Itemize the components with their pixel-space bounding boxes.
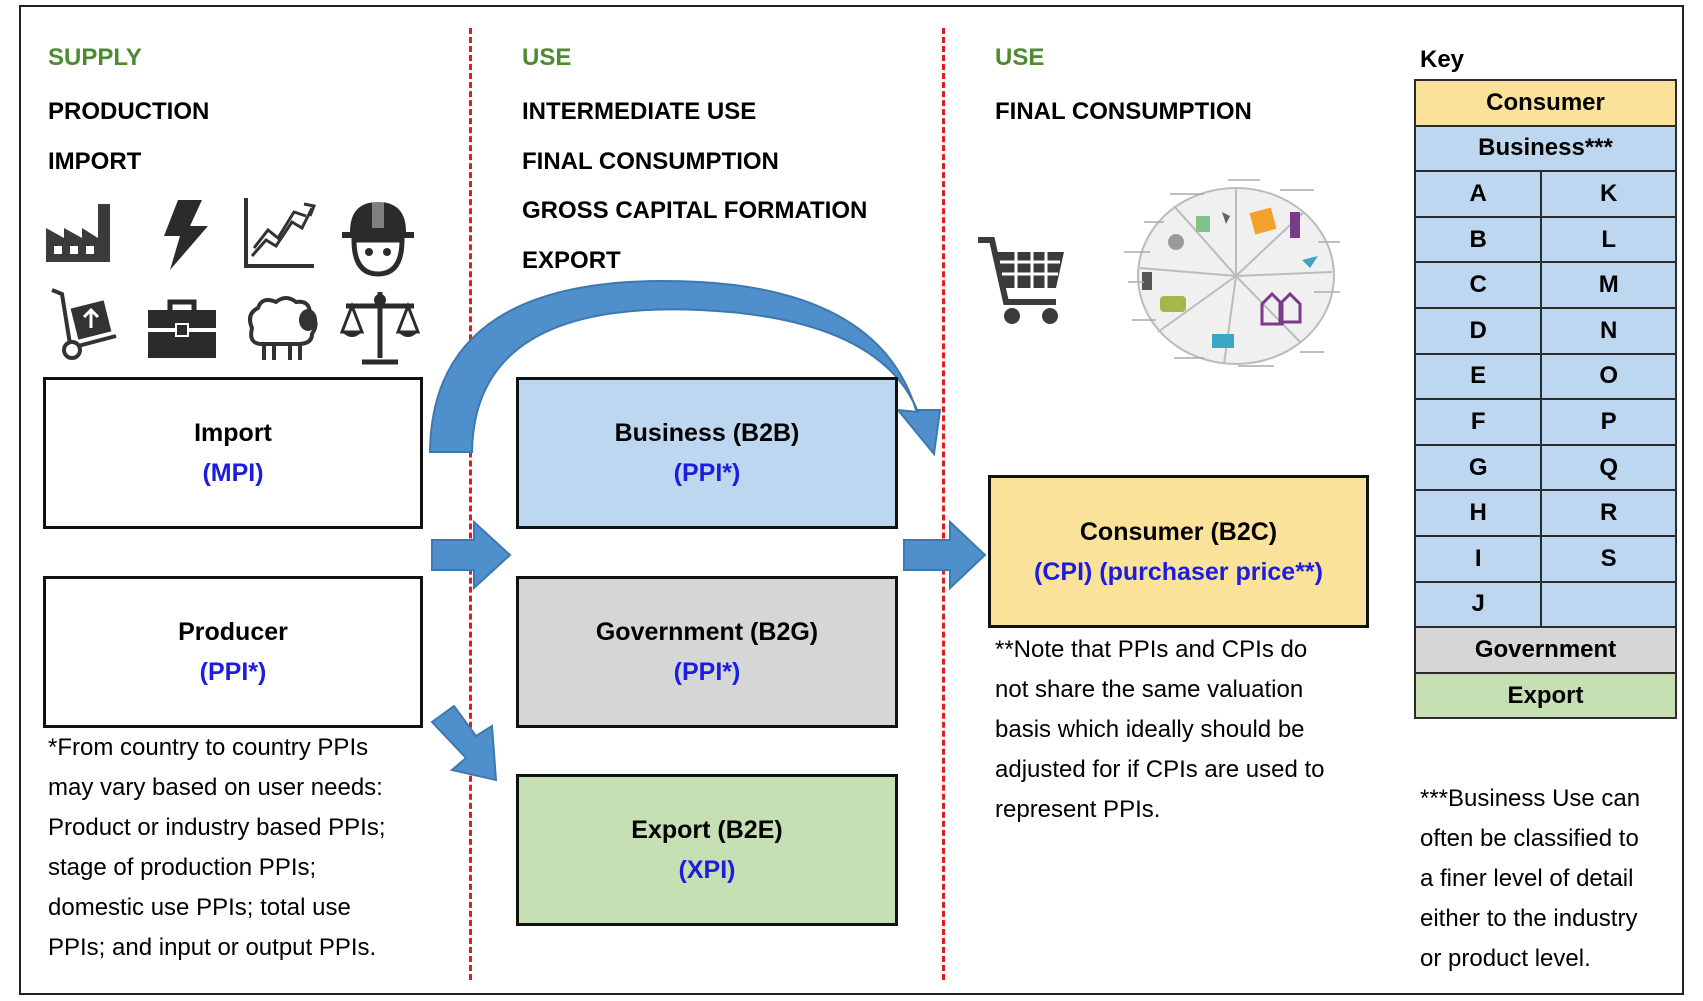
key-title: Key — [1420, 46, 1465, 73]
consumer-title: Consumer (B2C) — [1079, 517, 1278, 546]
key-letter: P — [1540, 398, 1677, 446]
key-letter: J — [1413, 580, 1543, 629]
hardhat-worker-icon — [342, 198, 414, 277]
hand-truck-icon — [51, 288, 117, 360]
import-box: Import (MPI) — [43, 377, 423, 529]
scales-icon — [340, 292, 420, 365]
use-line-gross-capital: GROSS CAPITAL FORMATION — [522, 197, 868, 224]
export-title: Export (B2E) — [631, 816, 783, 844]
cpi-footnote-line: not share the same valuation — [995, 676, 1304, 703]
business-use-footnote-line: ***Business Use can — [1420, 785, 1641, 812]
producer-box: Producer (PPI*) — [43, 576, 423, 728]
diagram-frame — [19, 5, 1684, 995]
key-letter: C — [1413, 261, 1543, 309]
rising-chart-icon — [244, 198, 316, 268]
cpi-footnote: **Note that PPIs and CPIs do not share t… — [995, 630, 1325, 830]
consumer-box: Consumer (B2C) (CPI) (purchaser price**) — [988, 475, 1369, 628]
supply-line-import: IMPORT — [48, 148, 142, 175]
government-box: Government (B2G) (PPI*) — [516, 576, 898, 728]
ppi-footnote-line: stage of production PPIs; — [48, 854, 317, 881]
import-code: (MPI) — [202, 459, 264, 487]
consumer-code: (CPI) (purchaser price**) — [1034, 557, 1323, 586]
key-consumer: Consumer — [1414, 79, 1677, 127]
briefcase-icon — [148, 299, 216, 358]
key-letter: L — [1540, 215, 1677, 264]
shopping-cart-icon — [978, 237, 1064, 324]
key-export: Export — [1414, 671, 1677, 720]
use-line-final-consumption: FINAL CONSUMPTION — [522, 148, 779, 175]
use-line-export: EXPORT — [522, 247, 621, 274]
use-tag-intermediate: USE — [522, 44, 572, 71]
lightning-icon — [164, 200, 208, 270]
factory-icon — [46, 204, 110, 262]
key-letter: I — [1413, 534, 1543, 583]
business-use-footnote-line: either to the industry — [1420, 905, 1638, 932]
consumption-basket-wheel-icon — [1124, 179, 1340, 367]
business-title: Business (B2B) — [614, 419, 800, 447]
ppi-footnote-line: PPIs; and input or output PPIs. — [48, 934, 377, 961]
ppi-footnote-line: *From country to country PPIs — [48, 734, 369, 761]
key-letter: K — [1540, 170, 1677, 218]
key-letter: G — [1413, 443, 1543, 492]
business-to-consumer-arrow — [903, 519, 987, 591]
key-letter: Q — [1540, 443, 1677, 492]
key-letter: R — [1540, 489, 1677, 537]
business-use-footnote-line: or product level. — [1420, 945, 1591, 972]
business-use-footnote-line: a finer level of detail — [1420, 865, 1634, 892]
key-letter: O — [1540, 352, 1677, 401]
ppi-footnote: *From country to country PPIs may vary b… — [48, 728, 386, 968]
key-letter: A — [1413, 170, 1543, 218]
cpi-footnote-line: **Note that PPIs and CPIs do — [995, 636, 1308, 663]
key-letter: B — [1413, 215, 1543, 264]
producer-title: Producer — [178, 618, 288, 646]
key-letter: M — [1540, 261, 1677, 309]
export-code: (XPI) — [678, 856, 736, 884]
use-line-intermediate: INTERMEDIATE USE — [522, 98, 757, 125]
business-box: Business (B2B) (PPI*) — [516, 377, 898, 529]
cpi-footnote-line: basis which ideally should be — [995, 716, 1305, 743]
government-code: (PPI*) — [673, 658, 741, 686]
column-divider-2 — [942, 28, 945, 980]
use-tag-final: USE — [995, 44, 1045, 71]
supply-tag: SUPPLY — [48, 44, 142, 71]
key-letter: F — [1413, 398, 1543, 446]
key-letter: N — [1540, 306, 1677, 355]
key-letter-empty — [1540, 580, 1677, 629]
key-business: Business*** — [1414, 124, 1677, 173]
business-code: (PPI*) — [673, 459, 741, 487]
export-box: Export (B2E) (XPI) — [516, 774, 898, 926]
import-title: Import — [194, 419, 272, 447]
business-use-footnote: ***Business Use can often be classified … — [1420, 779, 1640, 979]
key-letter: D — [1413, 306, 1543, 355]
producer-to-business-arrow — [431, 519, 512, 591]
producer-code: (PPI*) — [199, 658, 267, 686]
key-letter: S — [1540, 534, 1677, 583]
final-consumption-heading: FINAL CONSUMPTION — [995, 98, 1252, 125]
ppi-footnote-line: Product or industry based PPIs; — [48, 814, 386, 841]
ppi-footnote-line: may vary based on user needs: — [48, 774, 383, 801]
cpi-footnote-line: adjusted for if CPIs are used to — [995, 756, 1325, 783]
government-title: Government (B2G) — [595, 618, 819, 646]
business-use-footnote-line: often be classified to — [1420, 825, 1639, 852]
key-letter: E — [1413, 352, 1543, 401]
producer-to-export-arrow — [430, 704, 498, 782]
supply-line-production: PRODUCTION — [48, 98, 210, 125]
key-letter: H — [1413, 489, 1543, 537]
ppi-footnote-line: domestic use PPIs; total use — [48, 894, 351, 921]
column-divider-1 — [469, 28, 472, 980]
import-to-consumer-arrow — [428, 280, 942, 457]
sheep-icon — [248, 296, 318, 360]
key-government: Government — [1414, 626, 1677, 674]
cpi-footnote-line: represent PPIs. — [995, 796, 1161, 823]
